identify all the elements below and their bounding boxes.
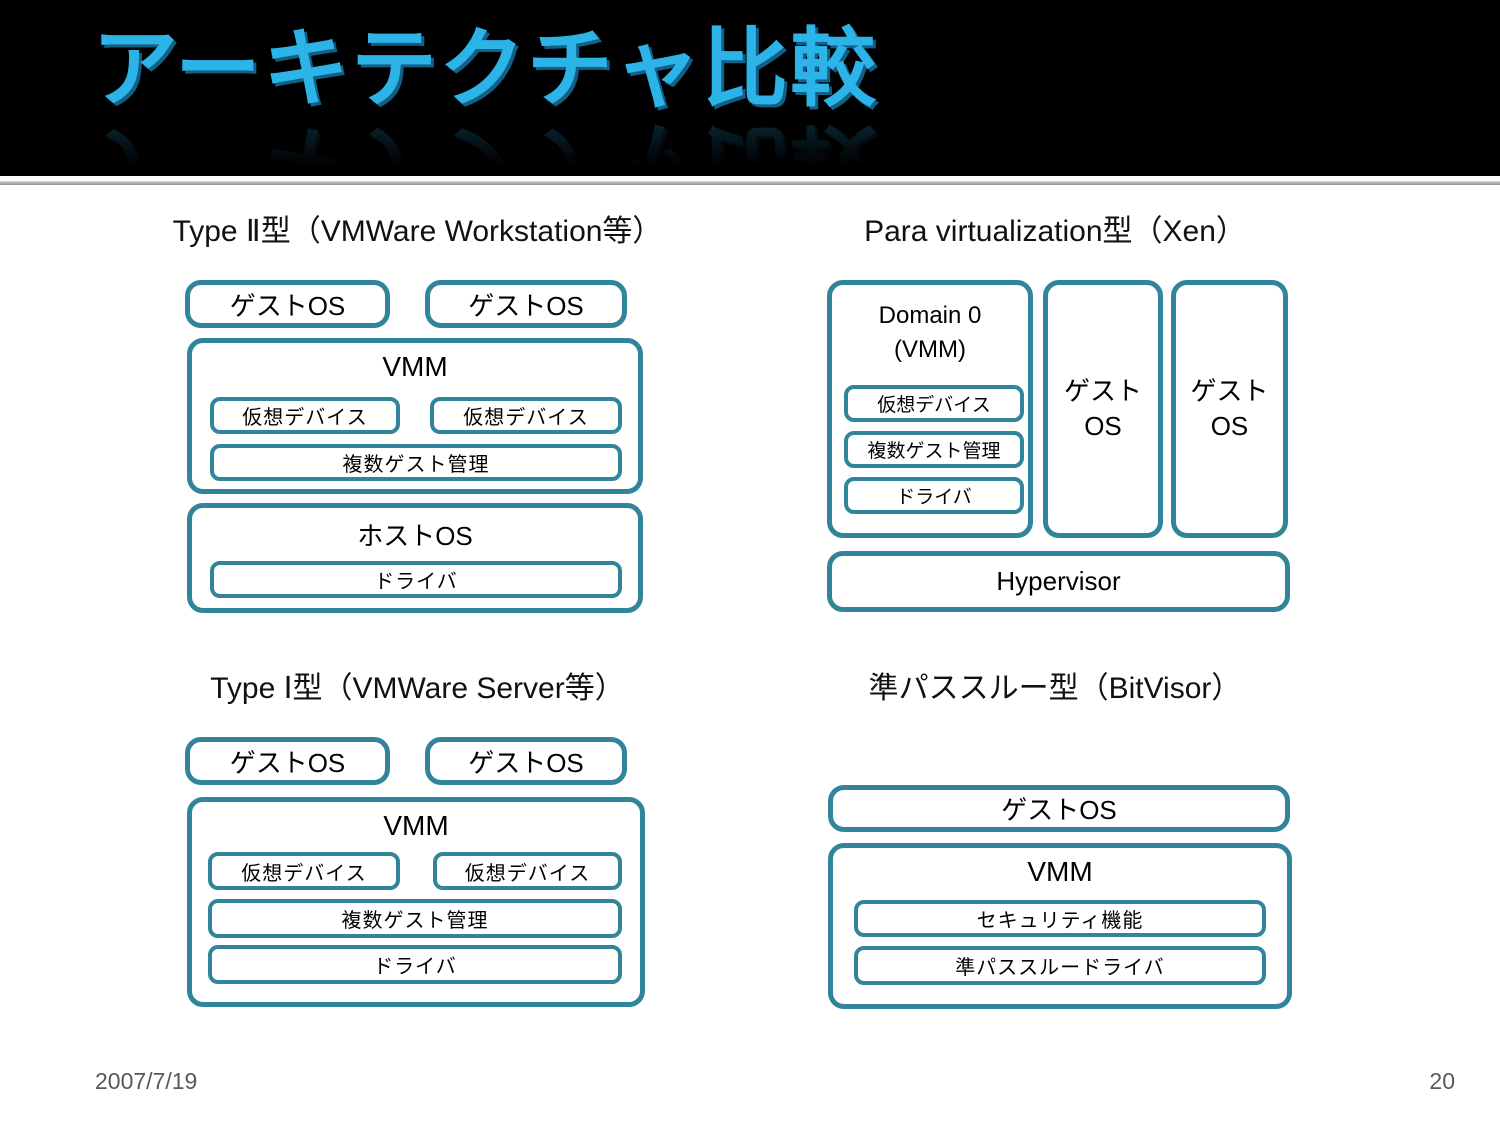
type1-multi-guest-management-label: 複数ゲスト管理 bbox=[341, 910, 489, 932]
semipass-guest-os-box: ゲストOS bbox=[828, 785, 1290, 832]
para-guest-os-left-line1: ゲスト bbox=[1063, 375, 1142, 406]
type2-host-os-label: ホストOS bbox=[357, 521, 473, 551]
para-hypervisor-label: Hypervisor bbox=[996, 566, 1121, 596]
type2-multi-guest-management-box: 複数ゲスト管理 bbox=[210, 444, 622, 481]
slide-header: アーキテクチャ比較 アーキテクチャ比較 bbox=[0, 0, 1500, 176]
semipass-vmm-label: VMM bbox=[1027, 856, 1093, 887]
type2-multi-guest-management-label: 複数ゲスト管理 bbox=[342, 454, 490, 476]
para-domain0-label: Domain 0 (VMM) bbox=[832, 285, 1028, 366]
para-domain0-line1: Domain 0 bbox=[878, 302, 982, 329]
type1-guest-os-label-right: ゲストOS bbox=[468, 747, 584, 778]
type2-guest-os-box-left: ゲストOS bbox=[185, 280, 390, 328]
type1-driver-label: ドライバ bbox=[373, 956, 457, 978]
type1-virtual-device-label-left: 仮想デバイス bbox=[241, 862, 367, 885]
page-number: 20 bbox=[1429, 1068, 1455, 1094]
para-virtual-device-box: 仮想デバイス bbox=[844, 385, 1024, 422]
para-domain0-line2: (VMM) bbox=[894, 335, 966, 363]
para-multi-guest-management-box: 複数ゲスト管理 bbox=[844, 431, 1024, 468]
footer-date: 2007/7/19 bbox=[95, 1068, 198, 1094]
para-guest-os-box-left: ゲスト OS bbox=[1043, 280, 1163, 538]
type1-driver-box: ドライバ bbox=[208, 945, 622, 984]
para-driver-label: ドライバ bbox=[896, 487, 972, 508]
type2-virtual-device-box-right: 仮想デバイス bbox=[430, 397, 622, 434]
type1-guest-os-box-left: ゲストOS bbox=[185, 737, 390, 785]
type1-virtual-device-label-right: 仮想デバイス bbox=[464, 862, 591, 885]
type1-guest-os-label-left: ゲストOS bbox=[229, 747, 346, 778]
section-semipass-heading: 準パススルー型（BitVisor） bbox=[868, 672, 1242, 705]
type1-vmm-label: VMM bbox=[383, 810, 449, 841]
section-type2-heading: Type Ⅱ型（VMWare Workstation等） bbox=[172, 215, 663, 248]
type2-guest-os-label-right: ゲストOS bbox=[468, 290, 584, 321]
type2-vmm-label: VMM bbox=[382, 351, 448, 382]
type1-virtual-device-box-left: 仮想デバイス bbox=[208, 852, 400, 890]
para-guest-os-box-right: ゲスト OS bbox=[1171, 280, 1288, 538]
semipass-security-function-box: セキュリティ機能 bbox=[854, 900, 1266, 937]
semipass-guest-os-label: ゲストOS bbox=[1001, 795, 1117, 825]
type2-virtual-device-label-right: 仮想デバイス bbox=[463, 407, 589, 429]
semipass-security-function-label: セキュリティ機能 bbox=[976, 910, 1144, 932]
type1-multi-guest-management-box: 複数ゲスト管理 bbox=[208, 899, 622, 938]
type2-driver-box: ドライバ bbox=[210, 561, 622, 598]
title-reflection-fade bbox=[0, 118, 1500, 176]
type2-driver-label: ドライバ bbox=[374, 571, 458, 593]
para-guest-os-left-line2: OS bbox=[1084, 411, 1122, 441]
type1-virtual-device-box-right: 仮想デバイス bbox=[433, 852, 622, 890]
header-divider bbox=[0, 181, 1500, 185]
type2-guest-os-label-left: ゲストOS bbox=[229, 290, 346, 321]
para-guest-os-right-line1: ゲスト bbox=[1190, 375, 1269, 406]
para-multi-guest-management-label: 複数ゲスト管理 bbox=[867, 441, 1001, 462]
type2-virtual-device-label-left: 仮想デバイス bbox=[242, 407, 368, 429]
para-driver-box: ドライバ bbox=[844, 477, 1024, 514]
type2-guest-os-box-right: ゲストOS bbox=[425, 280, 627, 328]
section-type1-heading: Type Ⅰ型（VMWare Server等） bbox=[210, 672, 625, 705]
para-guest-os-right-line2: OS bbox=[1210, 411, 1249, 441]
slide-title: アーキテクチャ比較 bbox=[92, 21, 878, 117]
semipass-driver-box: 準パススルードライバ bbox=[854, 946, 1266, 985]
type1-guest-os-box-right: ゲストOS bbox=[425, 737, 627, 785]
type2-virtual-device-box-left: 仮想デバイス bbox=[210, 397, 400, 434]
semipass-driver-label: 準パススルードライバ bbox=[955, 957, 1165, 979]
para-virtual-device-label: 仮想デバイス bbox=[877, 395, 991, 416]
section-para-heading: Para virtualization型（Xen） bbox=[864, 215, 1246, 248]
para-hypervisor-box: Hypervisor bbox=[827, 551, 1290, 612]
